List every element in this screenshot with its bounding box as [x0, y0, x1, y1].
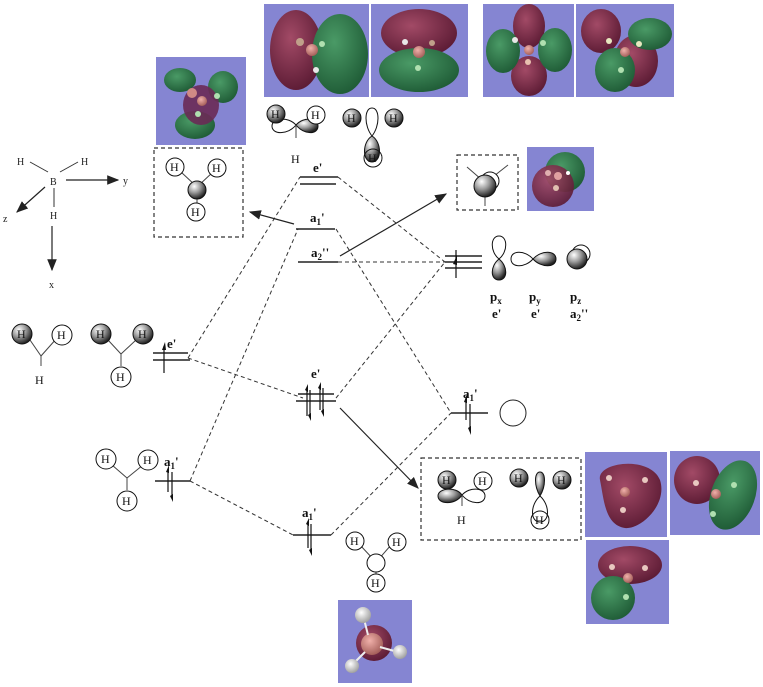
label-antibonding-a1: a1' — [310, 210, 325, 227]
svg-text:H: H — [191, 205, 200, 219]
render-antibonding-a1 — [156, 57, 246, 145]
ligand-a1-prime-level: a1' — [155, 454, 190, 502]
svg-text:H: H — [457, 513, 466, 527]
svg-text:H: H — [291, 152, 300, 166]
svg-text:H: H — [368, 151, 377, 165]
render-degenerate-2 — [576, 4, 674, 97]
mo-levels: e' a1' a2'' e' a1' — [293, 160, 338, 556]
svg-text:H: H — [311, 108, 320, 122]
ligand-e-sketch-1: H H H — [11, 323, 73, 387]
correlation-line — [187, 357, 304, 399]
boron-s-level: a1' — [451, 386, 527, 435]
svg-text:H: H — [392, 535, 401, 549]
correlation-lines — [187, 176, 452, 536]
axis-h3-label: H — [50, 211, 57, 222]
label-antibonding-e: e' — [313, 160, 322, 175]
label-nonbonding-a2: a2'' — [311, 245, 329, 262]
correlation-line — [337, 176, 446, 263]
svg-text:H: H — [17, 327, 26, 341]
electron-pair-bonding-e1 — [305, 384, 311, 421]
arrow-a1-antibonding-to-box — [248, 210, 295, 225]
svg-text:H: H — [371, 576, 380, 590]
y-axis-label: y — [123, 176, 128, 187]
box-antibonding-a1: H H H — [153, 147, 244, 238]
label-py: py — [529, 289, 541, 306]
pz-orbital-icon — [566, 244, 591, 270]
ligand-e-sketch-2: H H H — [90, 323, 154, 388]
boron-p-level — [445, 250, 482, 278]
render-bonding-a1 — [338, 600, 412, 683]
svg-text:H: H — [557, 473, 566, 487]
h-atom-open — [51, 324, 73, 346]
svg-text:H: H — [442, 473, 451, 487]
svg-text:H: H — [35, 373, 44, 387]
svg-text:H: H — [535, 513, 544, 527]
x-axis-label: x — [49, 280, 54, 291]
h-atom-shaded — [11, 323, 33, 345]
label-px-symmetry: e' — [492, 306, 501, 321]
py-orbital-icon — [510, 251, 557, 267]
svg-text:H: H — [347, 111, 356, 125]
render-antibonding-e-2 — [371, 4, 468, 97]
correlation-line — [189, 480, 294, 536]
bond-line — [59, 161, 79, 173]
label-ligand-e: e' — [167, 336, 176, 351]
label-px: px — [490, 289, 502, 306]
electron-pair-bonding-e2 — [318, 382, 324, 417]
axis-h2-label: H — [81, 157, 88, 168]
svg-text:H: H — [57, 328, 66, 342]
render-bonding-e-2 — [586, 540, 669, 624]
label-pz-symmetry: a2'' — [570, 306, 588, 323]
box-bonding-e: H H H H H H — [420, 457, 582, 541]
axis-boron-label: B — [50, 177, 57, 188]
render-pz — [527, 147, 594, 211]
svg-text:H: H — [96, 327, 105, 341]
svg-text:H: H — [143, 453, 152, 467]
s-orbital-icon — [499, 399, 527, 427]
svg-text:H: H — [478, 474, 487, 488]
svg-text:H: H — [212, 161, 221, 175]
label-pz: pz — [570, 289, 581, 306]
svg-text:H: H — [122, 494, 131, 508]
label-boron-s: a1' — [463, 386, 478, 403]
box-pz-orbital — [456, 154, 519, 211]
axis-h1-label: H — [17, 157, 24, 168]
correlation-line — [189, 228, 299, 482]
svg-text:H: H — [116, 370, 125, 384]
z-axis-label: z — [3, 214, 8, 225]
render-antibonding-e-1 — [264, 4, 369, 97]
correlation-line — [335, 228, 452, 414]
render-degenerate-1 — [483, 4, 574, 97]
svg-text:H: H — [271, 107, 280, 121]
svg-text:H: H — [138, 327, 147, 341]
z-axis-arrow — [16, 186, 46, 213]
label-py-symmetry: e' — [531, 306, 540, 321]
ligand-a1-sketch: H H H — [95, 448, 159, 512]
bond-line — [29, 161, 49, 173]
bonding-a1-sketch: H H H — [345, 531, 407, 593]
electron-pair-bonding-a1 — [306, 518, 312, 556]
svg-text:H: H — [170, 160, 179, 174]
svg-text:H: H — [389, 111, 398, 125]
px-orbital-icon — [491, 235, 507, 281]
label-ligand-a1: a1' — [164, 454, 179, 471]
correlation-line — [187, 176, 301, 359]
ligand-e-prime-level: e' — [153, 336, 190, 373]
arrow-a2-to-pz-box — [339, 193, 448, 257]
correlation-line — [330, 412, 452, 536]
svg-text:H: H — [101, 452, 110, 466]
svg-text:H: H — [350, 534, 359, 548]
svg-text:H: H — [514, 471, 523, 485]
arrow-bonding-e-to-box — [339, 407, 419, 489]
render-bonding-e-1 — [670, 451, 760, 535]
label-bonding-e: e' — [311, 366, 320, 381]
antibonding-e-sketch-2: H H H — [342, 107, 404, 168]
antibonding-e-sketch-1: H H H — [266, 104, 326, 166]
label-bonding-a1: a1' — [302, 505, 317, 522]
correlation-line — [335, 261, 446, 399]
render-bonding-a1-sphere — [585, 452, 667, 537]
coordinate-axes: B H H H y z x — [3, 157, 128, 291]
